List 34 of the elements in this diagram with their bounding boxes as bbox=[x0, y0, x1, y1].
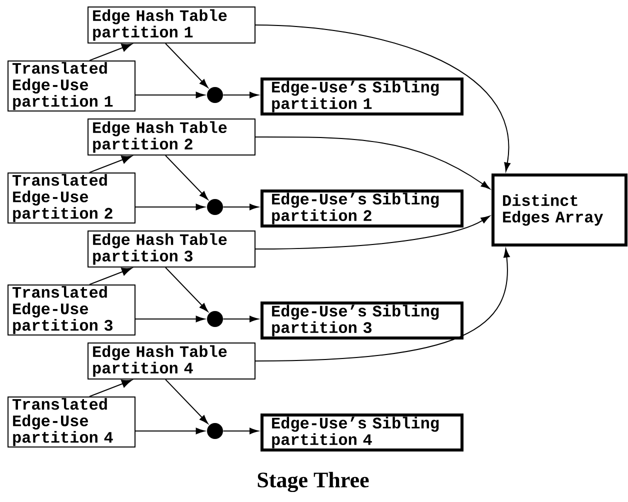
hash-table-box: Edge Hash Table partition 1 bbox=[88, 6, 256, 44]
arrow bbox=[222, 92, 259, 98]
arrow bbox=[255, 136, 490, 190]
arrow bbox=[135, 428, 205, 434]
translated-box: Translated Edge-Use partition 4 bbox=[8, 396, 136, 448]
arrow bbox=[135, 204, 205, 210]
arrow bbox=[255, 216, 490, 250]
sibling-box: Edge-Use’s Sibling partition 3 bbox=[260, 302, 464, 340]
hash-table-box: Edge Hash Table partition 3 bbox=[88, 230, 256, 268]
arrow bbox=[165, 43, 208, 88]
arrow bbox=[255, 248, 510, 362]
arrow bbox=[165, 155, 208, 200]
hash-table-box: Edge Hash Table partition 2 bbox=[88, 118, 256, 156]
junction-dot bbox=[207, 311, 223, 327]
translated-box: Translated Edge-Use partition 1 bbox=[8, 60, 136, 112]
sibling-box: Edge-Use’s Sibling partition 1 bbox=[260, 78, 464, 116]
junction-dot bbox=[207, 87, 223, 103]
arrow bbox=[222, 316, 259, 322]
stage-title: Stage Three bbox=[258, 472, 369, 492]
sibling-box: Edge-Use’s Sibling partition 4 bbox=[260, 414, 464, 452]
arrow bbox=[165, 267, 208, 312]
translated-box: Translated Edge-Use partition 3 bbox=[8, 284, 136, 336]
arrow bbox=[255, 24, 510, 172]
translated-box: Translated Edge-Use partition 2 bbox=[8, 172, 136, 224]
junction-dot bbox=[207, 199, 223, 215]
sibling-box: Edge-Use’s Sibling partition 2 bbox=[260, 190, 464, 228]
hash-table-box: Edge Hash Table partition 4 bbox=[88, 342, 256, 380]
array-box: Distinct Edges Array bbox=[492, 174, 628, 246]
arrow bbox=[135, 92, 205, 98]
junction-dot bbox=[207, 423, 223, 439]
arrow bbox=[222, 204, 259, 210]
arrow bbox=[222, 428, 259, 434]
arrow bbox=[165, 379, 208, 424]
arrow bbox=[135, 316, 205, 322]
